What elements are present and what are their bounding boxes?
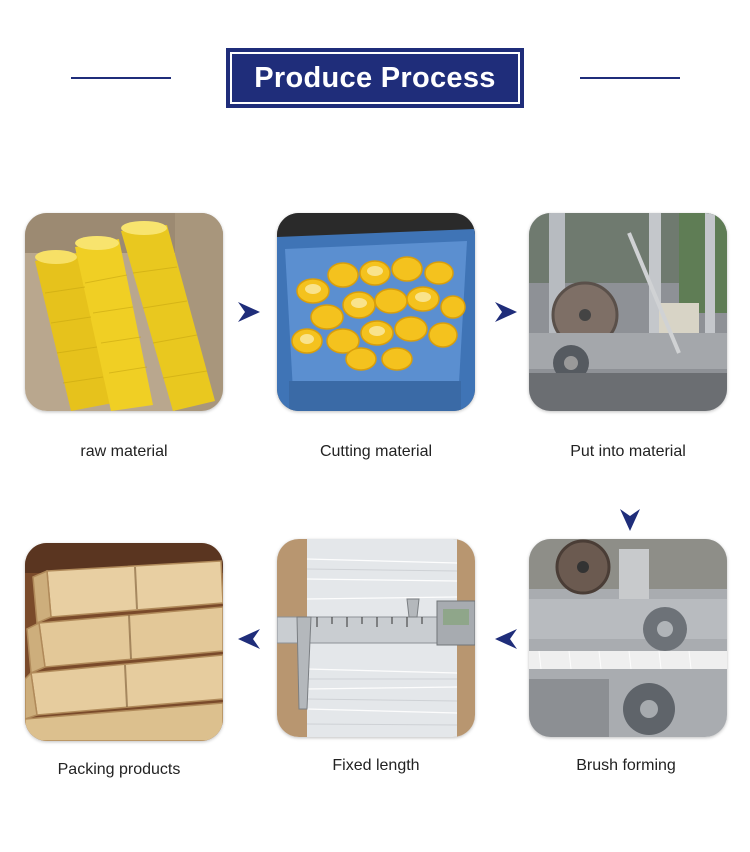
photo-brush-forming — [529, 539, 727, 737]
photo-cutting-material — [277, 213, 475, 411]
step-label-brush-forming: Brush forming — [576, 757, 676, 774]
title-left-rule — [71, 77, 171, 79]
photo-fixed-length — [277, 539, 475, 737]
photo-raw-material — [25, 213, 223, 411]
photo-packing-products — [25, 543, 223, 741]
step-label-raw-material: raw material — [80, 443, 168, 460]
page-title: Produce Process — [230, 52, 520, 104]
step-label-cutting-material: Cutting material — [319, 443, 433, 460]
step-label-put-into-material: Put into material — [570, 443, 686, 460]
arrow-right-icon — [236, 299, 262, 325]
step-label-fixed-length: Fixed length — [332, 757, 420, 774]
title-banner: Produce Process — [226, 48, 524, 108]
arrow-right-icon — [493, 299, 519, 325]
step-label-packing-products: Packing products — [57, 761, 181, 778]
photo-put-into-material — [529, 213, 727, 411]
arrow-left-icon — [236, 626, 262, 652]
title-right-rule — [580, 77, 680, 79]
arrow-left-icon — [493, 626, 519, 652]
arrow-down-icon — [617, 507, 643, 533]
